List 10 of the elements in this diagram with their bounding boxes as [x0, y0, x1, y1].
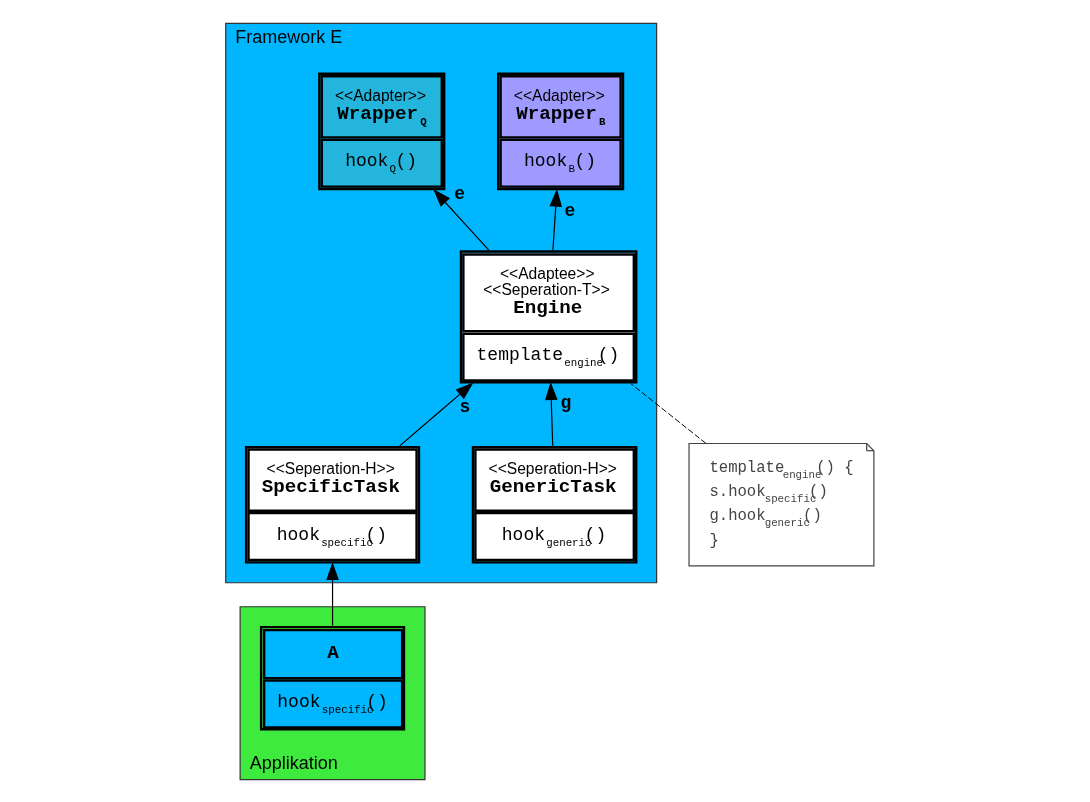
arrow	[433, 188, 490, 251]
edge-label: e	[564, 200, 576, 221]
arrow	[326, 561, 339, 626]
arrow	[544, 381, 558, 446]
arrow	[399, 382, 474, 446]
edge-label: g	[560, 392, 572, 413]
arrow	[549, 188, 563, 251]
connector	[630, 382, 707, 444]
edge-label: s	[459, 396, 471, 417]
edge-label: e	[454, 183, 466, 204]
